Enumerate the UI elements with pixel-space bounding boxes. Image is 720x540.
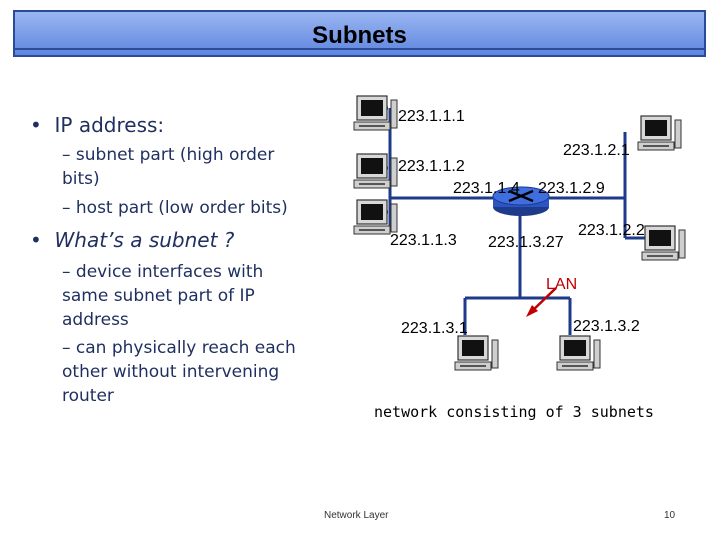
label-223-1-3-2: 223.1.3.2 (573, 318, 640, 335)
bullet-ip-address-text: IP address: (54, 113, 165, 137)
host-1-1-2-icon (353, 153, 398, 189)
host-1-2-2-icon (641, 225, 686, 261)
host-1-3-2-icon (556, 335, 601, 371)
slide-title: Subnets (312, 22, 407, 49)
router-icon (492, 186, 550, 216)
label-223-1-2-1: 223.1.2.1 (563, 142, 630, 159)
bullet-device-interfaces: – device interfaces with same subnet par… (62, 262, 264, 330)
bullet-whats-subnet-text: What’s a subnet ? (54, 228, 235, 252)
label-223-1-1-4: 223.1.1.4 (453, 180, 520, 197)
diagram-caption: network consisting of 3 subnets (374, 403, 654, 421)
label-223-1-1-2: 223.1.1.2 (398, 158, 465, 175)
host-1-1-1-icon (353, 95, 398, 131)
bullet-physically-reach: – can physically reach each other withou… (62, 338, 296, 406)
label-223-1-1-1: 223.1.1.1 (398, 108, 465, 125)
label-223-1-3-1: 223.1.3.1 (401, 320, 468, 337)
label-223-1-2-2: 223.1.2.2 (578, 222, 645, 239)
bullet-ip-address: • IP address: (30, 113, 165, 137)
bullet-host-part: – host part (low order bits) (62, 198, 288, 218)
host-1-3-1-icon (454, 335, 499, 371)
bullet-whats-subnet: • What’s a subnet ? (30, 228, 235, 252)
host-1-2-1-icon (637, 115, 682, 151)
title-bar: Subnets (13, 10, 706, 57)
label-223-1-2-9: 223.1.2.9 (538, 180, 605, 197)
title-underline (15, 48, 704, 50)
label-223-1-1-3: 223.1.1.3 (390, 232, 457, 249)
page-number: 10 (664, 510, 676, 521)
label-lan: LAN (546, 276, 578, 293)
footer-section-name: Network Layer (324, 510, 389, 521)
bullet-subnet-part: – subnet part (high order bits) (62, 145, 275, 189)
host-1-1-3-icon (353, 199, 398, 235)
label-223-1-3-27: 223.1.3.27 (488, 234, 564, 251)
lan-arrow-head (526, 305, 538, 317)
